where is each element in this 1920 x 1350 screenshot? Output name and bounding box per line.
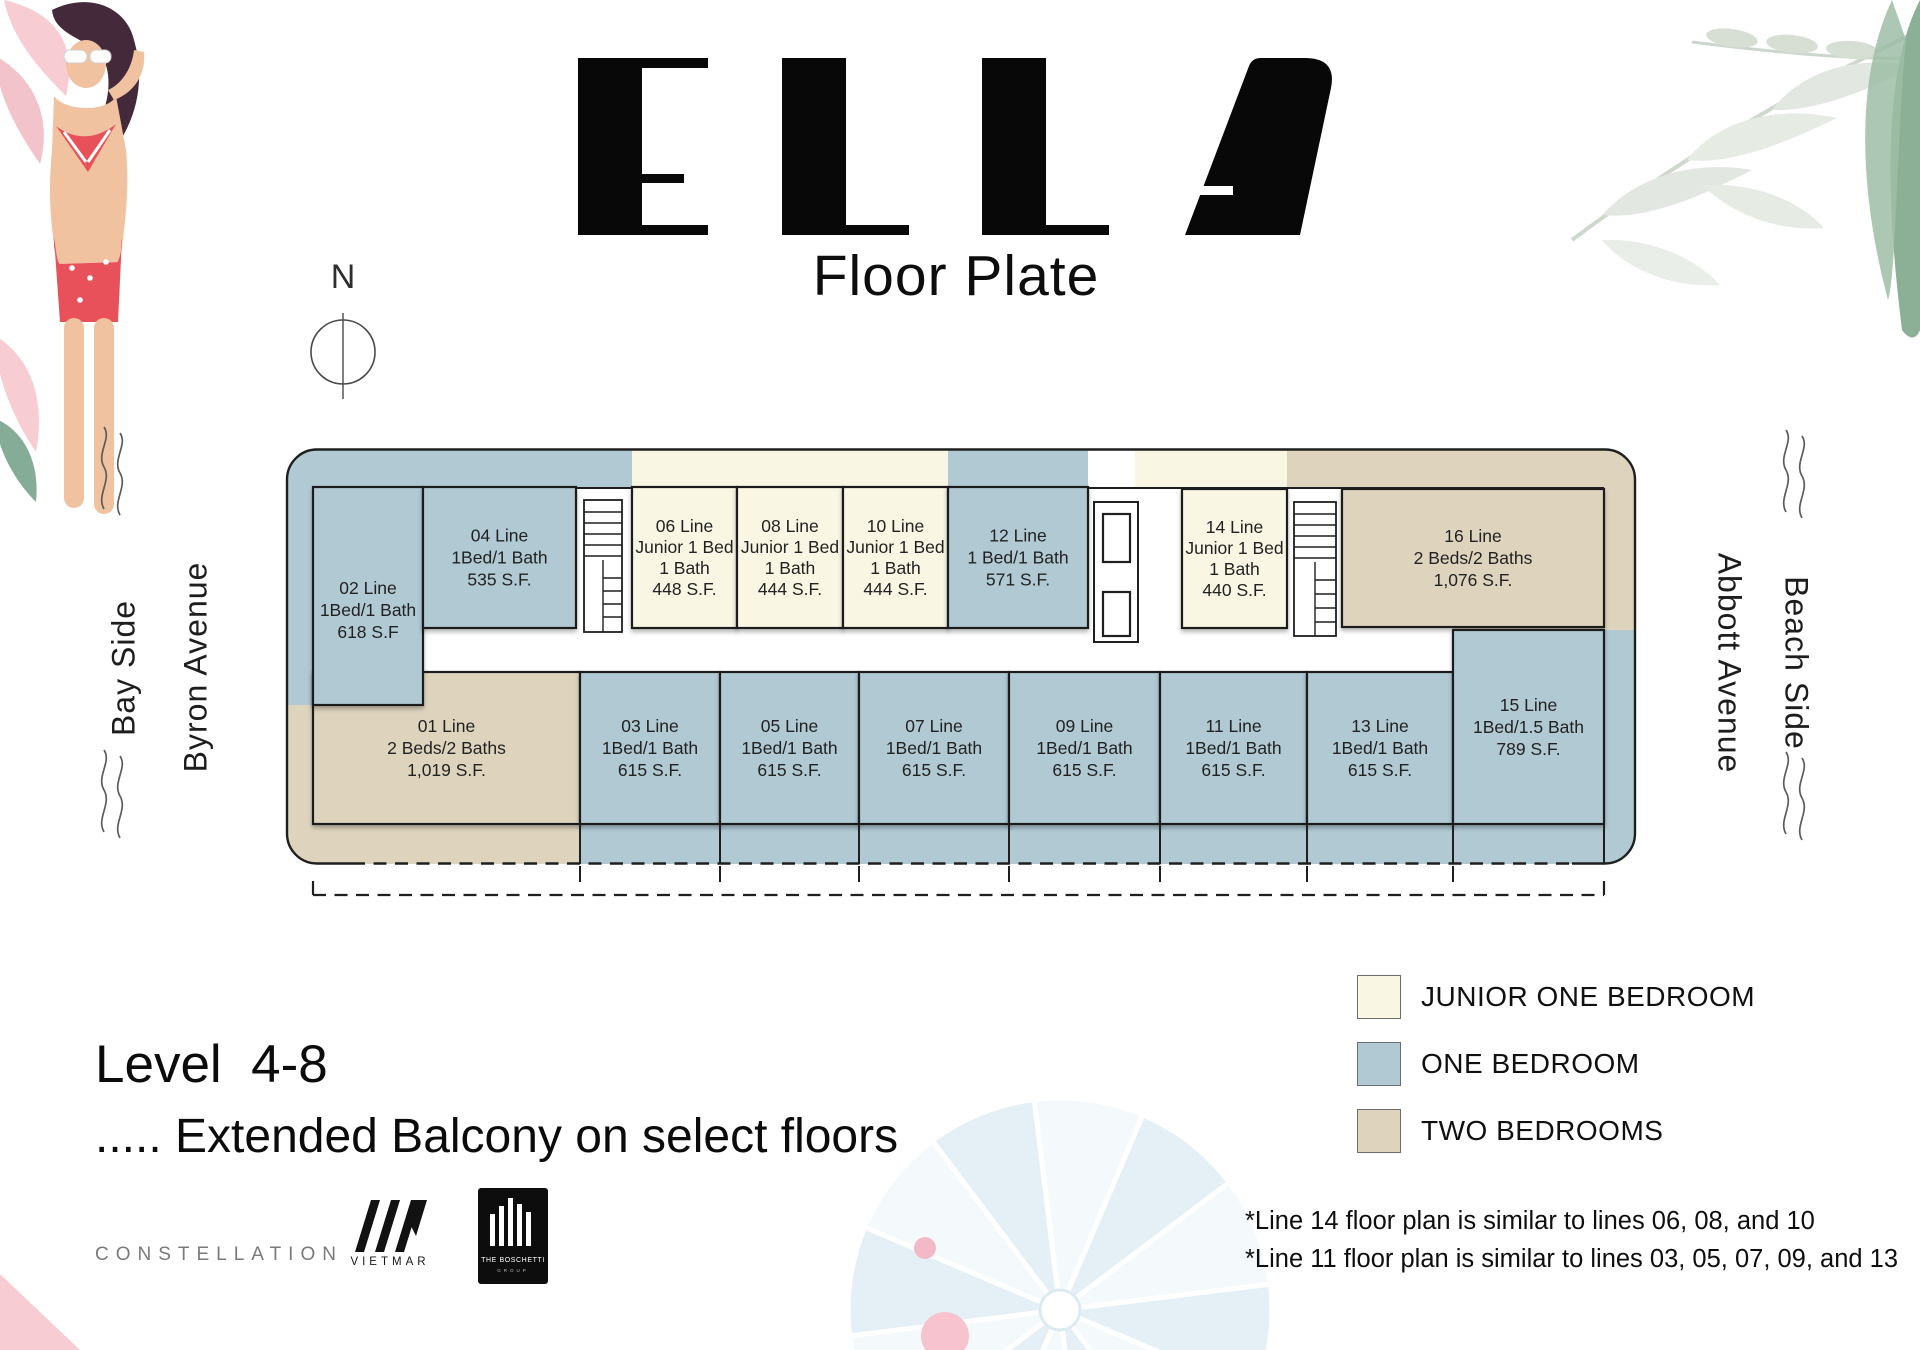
legend-label: TWO BEDROOMS bbox=[1421, 1115, 1664, 1146]
vietmar-label: VIETMAR bbox=[350, 1256, 430, 1268]
corner-decor bbox=[0, 1274, 80, 1350]
swimmer-illustration bbox=[0, 0, 145, 514]
compass-north-label: N bbox=[330, 258, 356, 296]
footnote-line-11: *Line 11 floor plan is similar to lines … bbox=[1245, 1245, 1899, 1273]
vietmar-logo: VIETMAR bbox=[344, 1200, 436, 1268]
boschetti-mark-icon: THE BOSCHETTI GROUP bbox=[478, 1188, 548, 1284]
footnotes: *Line 14 floor plan is similar to lines … bbox=[1245, 1202, 1898, 1278]
water-wave-icon bbox=[100, 426, 124, 516]
palm-leaves-illustration bbox=[1570, 0, 1920, 338]
legend-item-junior-one-bedroom: JUNIOR ONE BEDROOM bbox=[1357, 975, 1755, 1019]
boschetti-logo: THE BOSCHETTI GROUP bbox=[478, 1188, 548, 1289]
plan-outline bbox=[285, 448, 1637, 865]
legend-item-one-bedroom: ONE BEDROOM bbox=[1357, 1042, 1755, 1086]
beach-umbrella-illustration bbox=[845, 1095, 1275, 1350]
legend-label: JUNIOR ONE BEDROOM bbox=[1421, 981, 1756, 1012]
legend: JUNIOR ONE BEDROOM ONE BEDROOM TWO BEDRO… bbox=[1357, 975, 1755, 1176]
legend-item-two-bedrooms: TWO BEDROOMS bbox=[1357, 1109, 1755, 1153]
level-range-text: Level 4-8 bbox=[95, 1035, 328, 1094]
street-label-abbott-avenue: Abbott Avenue bbox=[1711, 552, 1748, 774]
stairs-icon bbox=[583, 499, 623, 633]
water-wave-icon bbox=[1782, 429, 1806, 519]
water-wave-icon bbox=[1782, 751, 1806, 841]
constellation-logo: CONSTELLATION bbox=[95, 1244, 343, 1265]
footnote-line-14: *Line 14 floor plan is similar to lines … bbox=[1245, 1207, 1815, 1235]
level-note: Level 4-8 ..... Extended Balcony on sele… bbox=[95, 1034, 898, 1164]
balcony-dividers bbox=[579, 824, 1605, 864]
extended-balcony-note: ..... Extended Balcony on select floors bbox=[95, 1110, 899, 1163]
svg-text:GROUP: GROUP bbox=[497, 1268, 529, 1273]
vietmar-mark-icon bbox=[355, 1200, 427, 1252]
elevator-icon bbox=[1093, 501, 1139, 643]
extended-balcony-dashed-line bbox=[311, 866, 1606, 897]
legend-swatch-one bbox=[1357, 1042, 1401, 1086]
page-title: Floor Plate bbox=[812, 244, 1100, 308]
legend-swatch-junior bbox=[1357, 975, 1401, 1019]
water-wave-icon bbox=[100, 749, 124, 839]
stairs-icon bbox=[1293, 501, 1337, 637]
street-label-beach-side: Beach Side bbox=[1778, 576, 1815, 750]
street-label-bay-side: Bay Side bbox=[105, 599, 142, 737]
ella-logo bbox=[578, 58, 1332, 235]
compass-icon bbox=[310, 313, 376, 399]
legend-label: ONE BEDROOM bbox=[1421, 1048, 1640, 1079]
legend-swatch-two bbox=[1357, 1109, 1401, 1153]
street-label-byron-avenue: Byron Avenue bbox=[177, 561, 214, 773]
svg-text:THE BOSCHETTI: THE BOSCHETTI bbox=[481, 1257, 545, 1264]
